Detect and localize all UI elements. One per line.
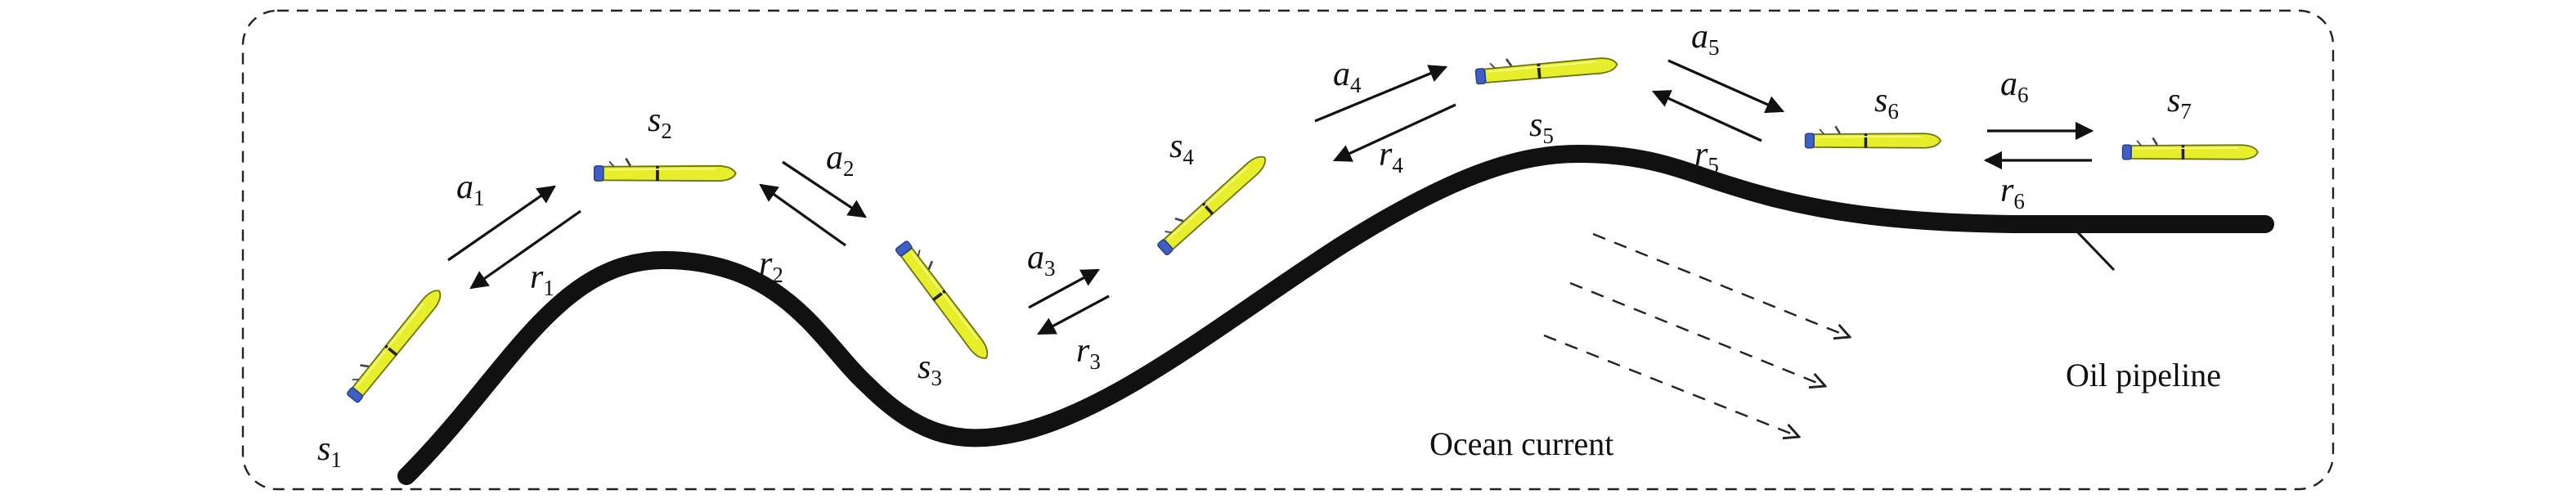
auv-icon-s2: [592, 156, 738, 183]
reward-label-r1: r1: [530, 258, 554, 300]
state-label-s4: s4: [1169, 128, 1194, 169]
auv-icon-s3: [893, 234, 1000, 364]
action-label-a2: a2: [826, 139, 855, 181]
state-label-s1: s1: [317, 430, 342, 472]
reward-label-r2: r2: [759, 245, 783, 287]
action-arrow-a3: [1028, 268, 1100, 309]
ocean-current-arrows: [1543, 232, 1850, 437]
pipeline-leader-line: [2071, 226, 2116, 272]
action-label-a4: a4: [1333, 56, 1362, 97]
reward-label-r3: r3: [1076, 332, 1101, 374]
action-label-a3: a3: [1027, 239, 1056, 281]
auv-icon-s1: [339, 280, 447, 405]
reward-arrow-r5: [1651, 90, 1762, 142]
current-arrow: [1569, 281, 1825, 386]
state-label-s5: s5: [1529, 106, 1554, 148]
action-label-a1: a1: [456, 169, 485, 210]
action-arrow-a4: [1314, 65, 1448, 123]
oil-pipeline: [397, 145, 2274, 485]
reward-arrow-r3: [1037, 294, 1110, 335]
state-label-s3: s3: [918, 348, 942, 390]
oil-pipeline-label: Oil pipeline: [2066, 357, 2221, 393]
action-arrow-a1: [447, 185, 556, 262]
state-label-s2: s2: [648, 101, 672, 143]
auv-icon-s7: [2120, 136, 2260, 161]
reward-label-r4: r4: [1379, 136, 1403, 178]
reward-arrow-r4: [1332, 103, 1456, 162]
reward-label-r5: r5: [1694, 136, 1719, 178]
state-label-s7: s7: [2167, 82, 2192, 124]
action-arrow-a2: [782, 160, 867, 218]
diagram-frame: [241, 9, 2335, 491]
current-arrow: [1543, 334, 1799, 437]
state-label-s6: s6: [1874, 82, 1899, 124]
action-arrow-a5: [1667, 59, 1785, 114]
reward-label-r6: r6: [2000, 172, 2025, 214]
action-label-a6: a6: [2000, 65, 2029, 107]
auv-icon-s5: [1473, 47, 1619, 86]
auv-icon-s6: [1803, 124, 1942, 150]
action-label-a5: a5: [1691, 18, 1720, 60]
ocean-current-label: Ocean current: [1429, 425, 1613, 462]
reward-arrow-r1: [469, 209, 581, 290]
current-arrow: [1592, 232, 1850, 337]
reward-arrow-r2: [759, 183, 846, 247]
